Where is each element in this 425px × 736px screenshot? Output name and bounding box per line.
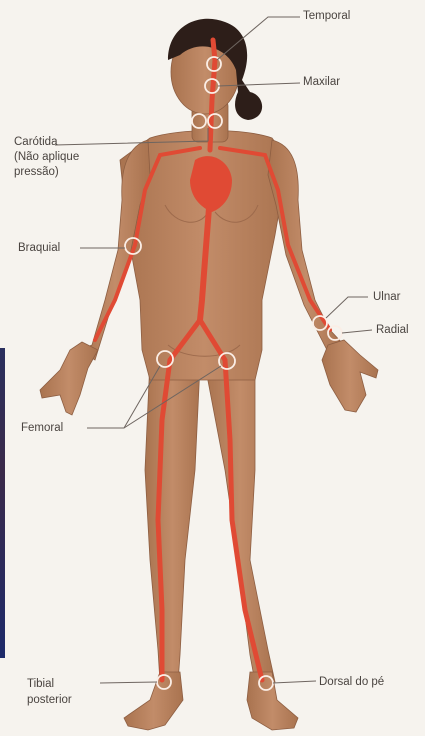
temporal-label: Temporal (303, 9, 350, 23)
radial-label: Radial (376, 323, 409, 337)
left-foot (124, 672, 183, 730)
tibial-label-line-2: posterior (27, 693, 72, 707)
carotid-note-line-2: pressão) (14, 165, 59, 179)
braquial-label: Braquial (18, 241, 60, 255)
carotid-note-line-1: (Não aplique (14, 150, 79, 164)
right-hand (322, 340, 378, 412)
left-leg (145, 360, 200, 682)
tibial-label-line-1: Tibial (27, 677, 54, 691)
ulnar-leader (326, 297, 368, 318)
maxilar-label: Maxilar (303, 75, 340, 89)
right-arm (268, 140, 344, 352)
dorsal-leader (273, 681, 316, 683)
right-leg (205, 360, 275, 682)
femoral-label: Femoral (21, 421, 63, 435)
ulnar-label: Ulnar (373, 290, 400, 304)
left-hand (40, 342, 98, 415)
radial-leader (342, 330, 372, 333)
dorsal-label: Dorsal do pé (319, 675, 384, 689)
tibial-leader (100, 682, 157, 683)
carotid-label: Carótida (14, 135, 57, 149)
